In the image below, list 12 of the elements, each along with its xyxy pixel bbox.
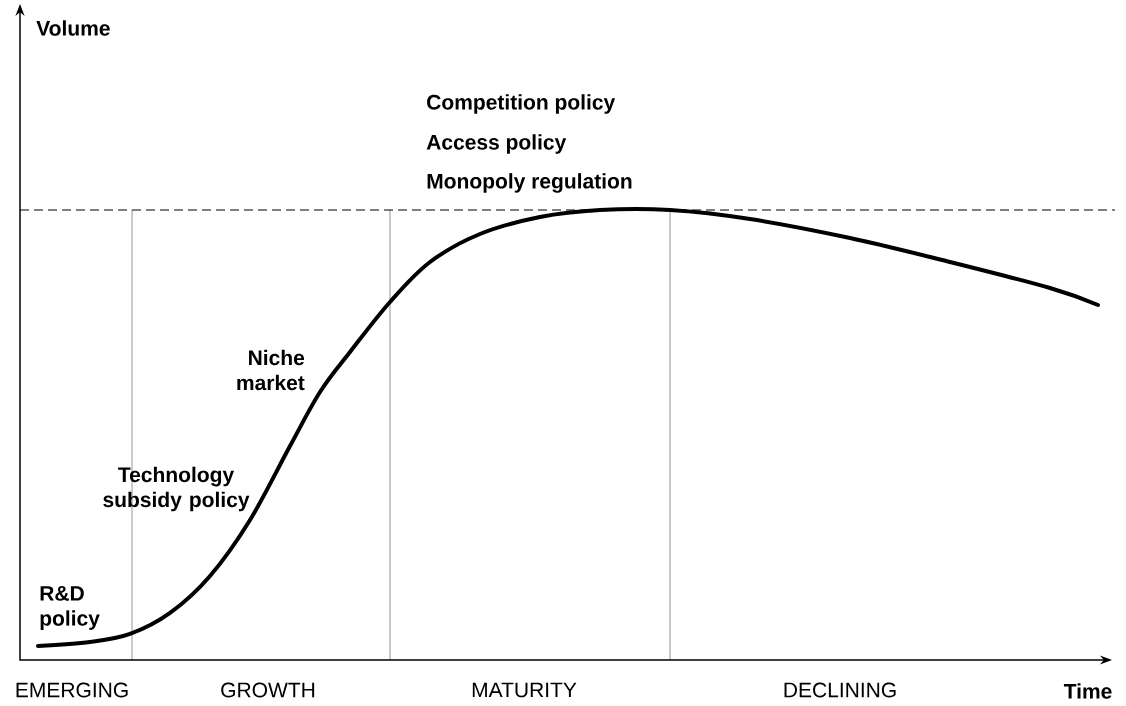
stage-label: GROWTH <box>221 682 315 698</box>
stage-label: EMERGING <box>16 682 128 698</box>
policy-label: R&D policy <box>40 586 100 630</box>
policy-label: Technology subsidy policy <box>103 466 250 512</box>
policy-label: Competition policy <box>427 94 616 114</box>
policy-label: Monopoly regulation <box>427 173 632 193</box>
stage-label: DECLINING <box>784 682 896 698</box>
axis-title: Volume <box>36 20 110 36</box>
policy-label: Niche market <box>237 349 305 391</box>
policy-label: Access policy <box>426 134 567 154</box>
axis-title: Time <box>1063 683 1112 699</box>
stage-label: MATURITY <box>472 682 577 698</box>
